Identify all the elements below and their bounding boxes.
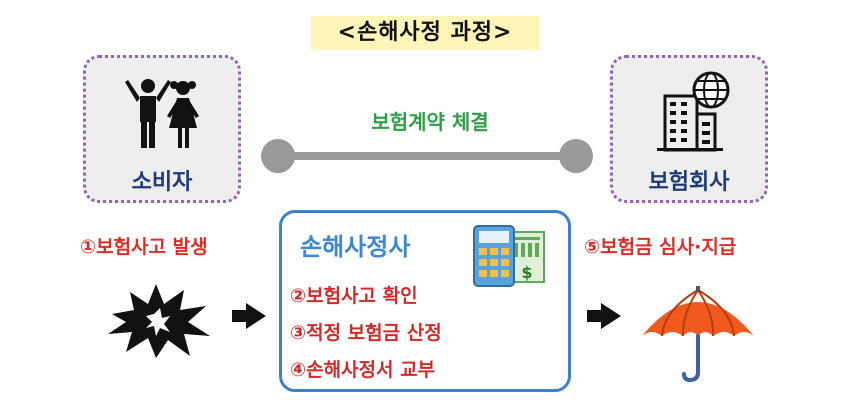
explosion-icon <box>108 284 210 358</box>
step-payment-label: ⑤보험금 심사·지급 <box>584 236 737 258</box>
consumer-box: 소비자 <box>83 55 241 203</box>
insurer-box: 보험회사 <box>610 55 768 203</box>
consumer-label: 소비자 <box>131 170 193 195</box>
contract-label: 보험계약 체결 <box>371 110 489 134</box>
adjuster-step-confirm: ②보험사고 확인 <box>290 285 418 307</box>
arrow-right-icon <box>587 303 621 329</box>
adjuster-step-issue: ④손해사정서 교부 <box>290 359 436 381</box>
contract-connector <box>261 139 593 173</box>
calculator-document-icon: $ <box>473 225 545 287</box>
adjuster-title: 손해사정사 <box>300 233 411 261</box>
arrow-right-icon <box>232 303 266 329</box>
people-icon <box>125 79 199 148</box>
step-occurrence-label: ①보험사고 발생 <box>80 236 208 258</box>
umbrella-icon <box>642 286 754 383</box>
adjuster-step-calculate: ③적정 보험금 산정 <box>290 322 442 344</box>
svg-text:$: $ <box>521 263 532 282</box>
page-title: <손해사정 과정> <box>311 16 539 50</box>
building-globe-icon <box>657 71 730 152</box>
insurer-label: 보험회사 <box>648 170 730 195</box>
